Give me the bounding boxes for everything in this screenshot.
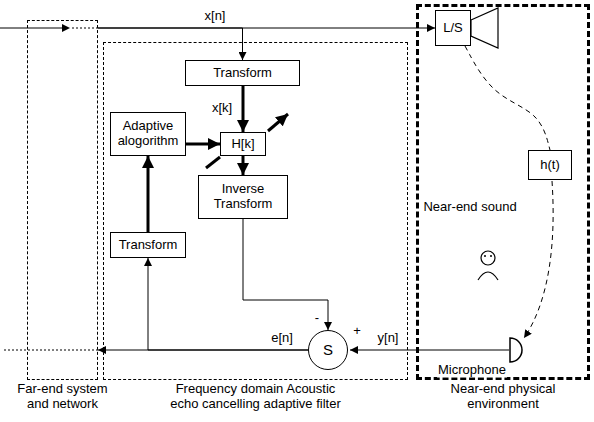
- component-label: Microphone: [437, 363, 507, 378]
- box-label: L/S: [443, 21, 463, 36]
- impulse-response-box: h(t): [528, 150, 572, 180]
- box-label: Inverse Transform: [202, 182, 284, 212]
- microphone-wire: [350, 350, 509, 351]
- microphone-symbol: [510, 338, 522, 362]
- network-wire: [72, 28, 98, 29]
- signal-name: e[n]: [270, 331, 294, 346]
- far-end-region: Far-end system and network: [27, 20, 98, 380]
- transform-box: Transform: [110, 232, 186, 258]
- box-label: Transform: [213, 66, 272, 81]
- transform-box: Transform: [185, 60, 300, 86]
- region-title: Near-end physical environment: [441, 382, 565, 412]
- adjust-arrow: [268, 114, 288, 131]
- box-label: H[k]: [231, 137, 254, 152]
- signal-arrow: [148, 258, 308, 350]
- annotation: Near-end sound: [422, 200, 517, 215]
- minus-sign: -: [314, 311, 320, 326]
- signal-arrow: [465, 46, 550, 150]
- input-wire: [0, 28, 62, 29]
- adjust-arrow: [206, 157, 220, 168]
- near-end-region: Near-end physical environmentL/Sh(t): [416, 4, 590, 380]
- echo-path: [524, 181, 553, 338]
- box-label: S: [323, 341, 333, 358]
- box-label: h(t): [540, 158, 560, 173]
- signal-arrow: [242, 156, 245, 175]
- signal-name: x[k]: [211, 101, 233, 116]
- region-title: Frequency domain Acoustic echo cancellin…: [165, 382, 347, 412]
- signal-arrow: [186, 143, 220, 146]
- inverse-transform-box: Inverse Transform: [198, 175, 288, 219]
- signal-arrow: [147, 156, 150, 232]
- algorithm-box: Adaptive alogorithm: [110, 112, 186, 156]
- loudspeaker-box: L/S: [435, 10, 471, 46]
- signal-arrow: [242, 86, 245, 132]
- region-title: Far-end system and network: [13, 382, 113, 412]
- filter-box: H[k]: [220, 132, 266, 156]
- signal-name: y[n]: [377, 331, 400, 346]
- box-label: Transform: [119, 238, 178, 253]
- network-wire: [4, 350, 98, 351]
- filter-region: Frequency domain Acoustic echo cancellin…: [103, 42, 408, 380]
- box-label: Adaptive alogorithm: [114, 119, 182, 149]
- signal-name: x[n]: [204, 9, 227, 24]
- wire-arrowhead: [62, 24, 70, 32]
- signal-arrow: [98, 28, 243, 60]
- person-icon: [478, 251, 498, 280]
- signal-arrow: [243, 219, 328, 330]
- plus-sign: +: [352, 324, 362, 339]
- speaker-cone: [471, 8, 498, 48]
- summing-junction: S: [308, 330, 348, 370]
